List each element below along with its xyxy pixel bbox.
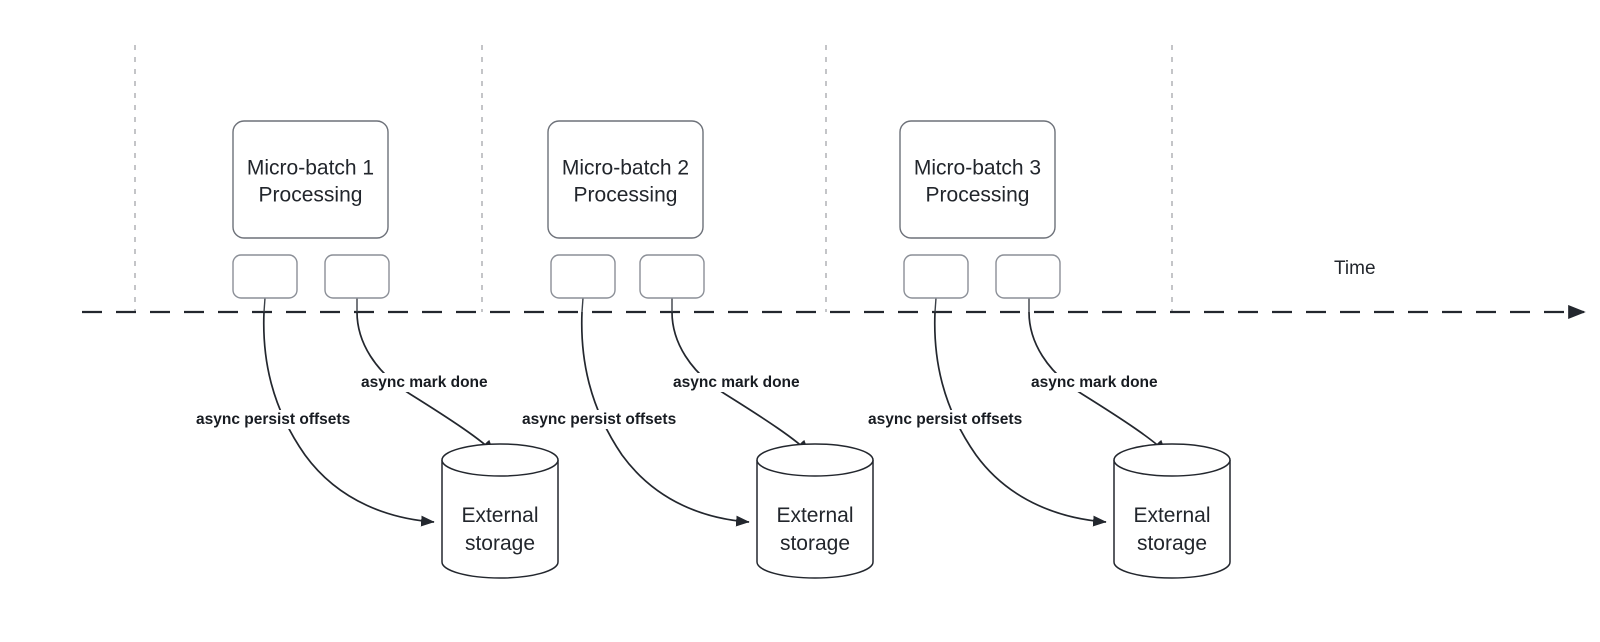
micro-batch-3-task-b[interactable] [995, 254, 1061, 299]
async-persist-offsets-edge-3-label-backdrop [865, 410, 1026, 429]
async-persist-offsets-edge-1 [262, 311, 435, 527]
external-storage-3-line2: storage [1137, 532, 1207, 555]
async-mark-done-edge-2 [671, 311, 810, 454]
async-persist-offsets-edge-1-label-backdrop [193, 410, 354, 429]
micro-batch-2-task-b[interactable] [639, 254, 705, 299]
async-mark-done-edge-1-label-backdrop [358, 373, 492, 392]
micro-batch-2-processing[interactable] [547, 120, 704, 239]
external-storage-1-body[interactable] [441, 460, 559, 579]
async-persist-offsets-edge-3-label: async persist offsets [868, 411, 1022, 428]
async-mark-done-edge-1 [356, 311, 495, 454]
edge-labels: async persist offsets async mark done asyn… [193, 373, 1162, 429]
external-storage-2-line2: storage [780, 532, 850, 555]
time-axis-label: Time [1334, 258, 1376, 279]
async-persist-offsets-edge-1-stem [263, 297, 266, 313]
async-mark-done-edge-3 [1028, 311, 1167, 454]
flow-curves [262, 297, 1167, 527]
external-storage-2-body[interactable] [756, 460, 874, 579]
external-storage-3-line1: External [1133, 504, 1210, 527]
async-mark-done-edge-2-label-backdrop [670, 373, 804, 392]
external-storage-2-line1: External [776, 504, 853, 527]
time-axis-label-group: Time [1334, 258, 1376, 279]
micro-batch-1-processing[interactable] [232, 120, 389, 239]
micro-batch-1-task-a[interactable] [232, 254, 298, 299]
async-persist-offsets-edge-2-label-backdrop [519, 410, 680, 429]
external-storage-1-top [441, 443, 559, 477]
async-persist-offsets-edge-3-stem [934, 297, 937, 313]
async-persist-offsets-edge-2 [580, 311, 750, 527]
micro-batch-1-processing-line2: Processing [259, 184, 363, 207]
external-storage-3-body[interactable] [1113, 460, 1231, 579]
async-mark-done-edge-2-label: async mark done [673, 374, 800, 391]
micro-batch-3-processing-line2: Processing [926, 184, 1030, 207]
micro-batch-1-processing-line1: Micro-batch 1 [247, 157, 374, 180]
external-storage-2-top [756, 443, 874, 477]
async-persist-offsets-edge-2-label: async persist offsets [522, 411, 676, 428]
micro-batch-3-task-a[interactable] [903, 254, 969, 299]
async-persist-offsets-edge-2-stem [581, 297, 584, 313]
period-dividers [134, 45, 1173, 312]
async-persist-offsets-edge-1-label: async persist offsets [196, 411, 350, 428]
async-mark-done-edge-1-label: async mark done [361, 374, 488, 391]
micro-batch-1-task-b[interactable] [324, 254, 390, 299]
micro-batch-2-task-a[interactable] [550, 254, 616, 299]
micro-batch-2-processing-line1: Micro-batch 2 [562, 157, 689, 180]
async-mark-done-edge-3-label: async mark done [1031, 374, 1158, 391]
async-persist-offsets-edge-3 [933, 311, 1107, 527]
async-mark-done-edge-3-label-backdrop [1028, 373, 1162, 392]
micro-batch-3-processing[interactable] [899, 120, 1056, 239]
micro-batch-2-processing-line2: Processing [574, 184, 678, 207]
external-storage-1-line2: storage [465, 532, 535, 555]
external-storage-1-line1: External [461, 504, 538, 527]
external-storage-3-top [1113, 443, 1231, 477]
micro-batch-3-processing-line1: Micro-batch 3 [914, 157, 1041, 180]
